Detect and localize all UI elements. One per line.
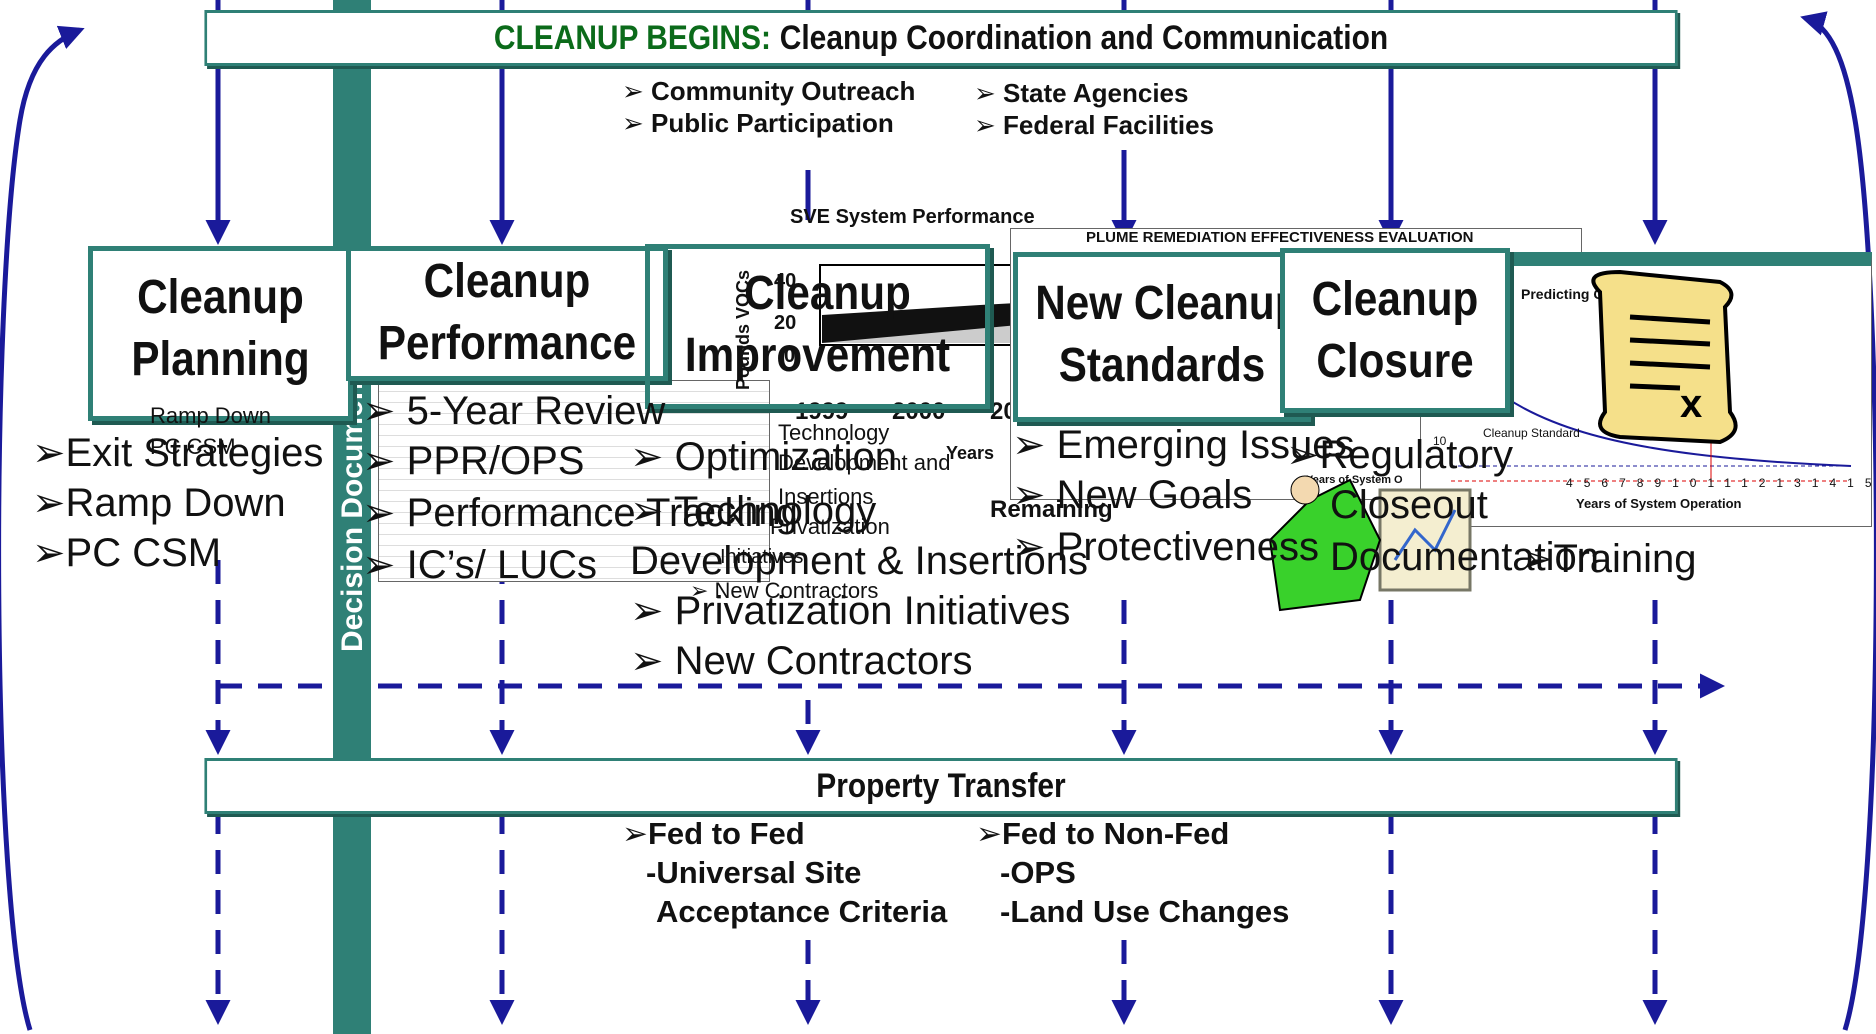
sve-ytick: 20 bbox=[774, 312, 797, 334]
sve-chart-title: SVE System Performance bbox=[790, 206, 1035, 228]
transfer-fed-sub: Acceptance Criteria bbox=[656, 894, 948, 929]
performance-item: ➢ IC’s/ LUCs bbox=[362, 543, 598, 587]
closure-item: Documentation bbox=[1330, 535, 1600, 579]
predict-xticks: 456789101112131415 bbox=[1566, 476, 1871, 490]
transfer-fed-head: ➢Fed to Fed bbox=[622, 816, 805, 851]
improvement-ghost: Remaining bbox=[990, 496, 1113, 523]
sve-ytick: 0 bbox=[784, 345, 796, 367]
improvement-item: ➢ Optimization bbox=[630, 435, 897, 479]
improvement-ghost: Insertions bbox=[778, 484, 874, 509]
transfer-nonfed-head: ➢Fed to Non-Fed bbox=[976, 816, 1230, 851]
agency-item: ➢ Federal Facilities bbox=[974, 110, 1214, 140]
standards-item: ➢ New Goals bbox=[1012, 473, 1253, 517]
transfer-nonfed-sub: -OPS bbox=[1000, 855, 1076, 890]
closure-item: ➢Training bbox=[1520, 537, 1697, 581]
banner-title: Cleanup Coordination and Communication bbox=[779, 18, 1389, 57]
performance-item: ➢ PPR/OPS bbox=[362, 439, 585, 483]
banner-accent: CLEANUP BEGINS: bbox=[493, 18, 771, 57]
sve-xlabel: Years bbox=[946, 443, 995, 463]
decision-document-bar bbox=[333, 0, 371, 1034]
predict-ytick: 10 bbox=[1433, 434, 1447, 448]
improvement-ghost: Development and bbox=[778, 450, 951, 475]
planning-item: ➢Exit Strategies bbox=[32, 431, 324, 475]
improvement-item: ➢ Technology Development & Insertions bbox=[630, 489, 1089, 583]
transfer-nonfed-sub: -Land Use Changes bbox=[1000, 894, 1290, 929]
planning-item: ➢Ramp Down bbox=[32, 481, 286, 525]
agency-item: ➢ State Agencies bbox=[974, 78, 1189, 108]
sve-xtick: 2000 bbox=[892, 398, 946, 425]
improvement-item: ➢ Privatization Initiatives bbox=[630, 589, 1071, 633]
svg-text:x: x bbox=[1680, 382, 1702, 426]
outreach-item: ➢ Community Outreach bbox=[622, 76, 916, 106]
scroll-document-icon: x bbox=[1591, 269, 1738, 445]
improvement-ghost: ➢ New Contractors bbox=[690, 578, 879, 603]
top-banner: CLEANUP BEGINS: Cleanup Coordination and… bbox=[204, 10, 1678, 66]
planning-ghost: PC CSM bbox=[150, 434, 236, 459]
predict-ref-label: Cleanup Standard bbox=[1483, 426, 1580, 440]
transfer-fed-sub: -Universal Site bbox=[646, 855, 862, 890]
presenter-clipart-icon bbox=[1268, 475, 1472, 612]
predict-xlabel: Years of System Operation bbox=[1576, 496, 1742, 511]
performance-item: ➢ 5-Year Review bbox=[362, 389, 666, 433]
improvement-ghost: Privatization bbox=[770, 514, 890, 539]
improvement-ghost: Initiatives bbox=[720, 546, 804, 568]
plume-subtitle: Years of System O bbox=[1306, 474, 1403, 486]
sve-ytick: 40 bbox=[774, 270, 797, 292]
planning-ghost: Ramp Down bbox=[150, 403, 272, 428]
property-transfer-banner: Property Transfer bbox=[204, 758, 1678, 814]
improvement-ghost: Technology bbox=[778, 420, 890, 445]
sve-xtick: 1999 bbox=[795, 398, 849, 425]
plume-title: PLUME REMEDIATION EFFECTIVENESS EVALUATI… bbox=[1086, 229, 1474, 246]
planning-item: ➢PC CSM bbox=[32, 531, 222, 575]
standards-item: ➢ Protectiveness bbox=[1012, 525, 1319, 569]
document-thumbnail bbox=[378, 380, 770, 582]
outreach-item: ➢ Public Participation bbox=[622, 108, 894, 138]
standards-item: ➢ Emerging Issues bbox=[1012, 423, 1355, 467]
performance-item: ➢ Performance Tracking bbox=[362, 491, 798, 535]
improvement-item: ➢ New Contractors bbox=[630, 639, 973, 683]
closure-item: ➢Regulatory bbox=[1286, 433, 1513, 477]
closure-item: Closeout bbox=[1330, 483, 1488, 527]
